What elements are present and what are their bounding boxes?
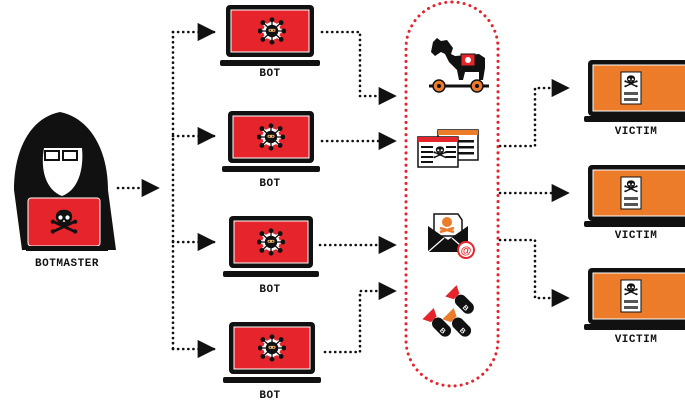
bot-laptop-2 [222, 111, 320, 172]
skull-document-icon [620, 176, 642, 210]
victim-laptop-3 [584, 268, 685, 330]
threat-container [404, 0, 500, 388]
connector-bot-4-out [323, 281, 397, 354]
victim-laptop-2 [584, 165, 685, 227]
virus-bot-icon [257, 121, 285, 153]
virus-bot-icon [258, 15, 286, 47]
bomb-icon: B B B [422, 285, 474, 337]
virus-bot-icon [258, 332, 286, 364]
bot-laptop-1 [220, 5, 320, 66]
bot-label: BOT [259, 178, 281, 190]
botmaster-label: BOTMASTER [35, 258, 99, 270]
bot-label: BOT [259, 390, 281, 402]
virus-bot-icon [257, 226, 285, 258]
bot-laptop-4 [223, 322, 321, 383]
victim-label: VICTIM [614, 230, 658, 242]
skull-document-icon [620, 279, 642, 313]
victim-label: VICTIM [614, 126, 658, 138]
svg-text:B: B [458, 327, 467, 336]
connector-victim-1 [498, 78, 570, 148]
skull-document-icon [620, 71, 642, 105]
bot-label: BOT [259, 284, 281, 296]
svg-text:B: B [438, 327, 447, 336]
connector-victim-3 [498, 238, 570, 308]
victim-label: VICTIM [614, 334, 658, 346]
skull-window-icon [417, 129, 479, 168]
victim-laptop-1 [584, 60, 685, 122]
svg-text:@: @ [461, 245, 472, 257]
botmaster-icon [14, 112, 116, 251]
trojan-horse-icon [429, 38, 489, 93]
bot-laptop-3 [223, 216, 319, 277]
victim-laptops [584, 60, 685, 330]
connector-bot-1-out [320, 30, 397, 106]
bot-laptops [220, 5, 321, 383]
svg-text:B: B [461, 304, 470, 313]
connectors [116, 22, 570, 359]
skull-envelope-icon: @ [427, 213, 475, 259]
bot-label: BOT [259, 68, 281, 80]
